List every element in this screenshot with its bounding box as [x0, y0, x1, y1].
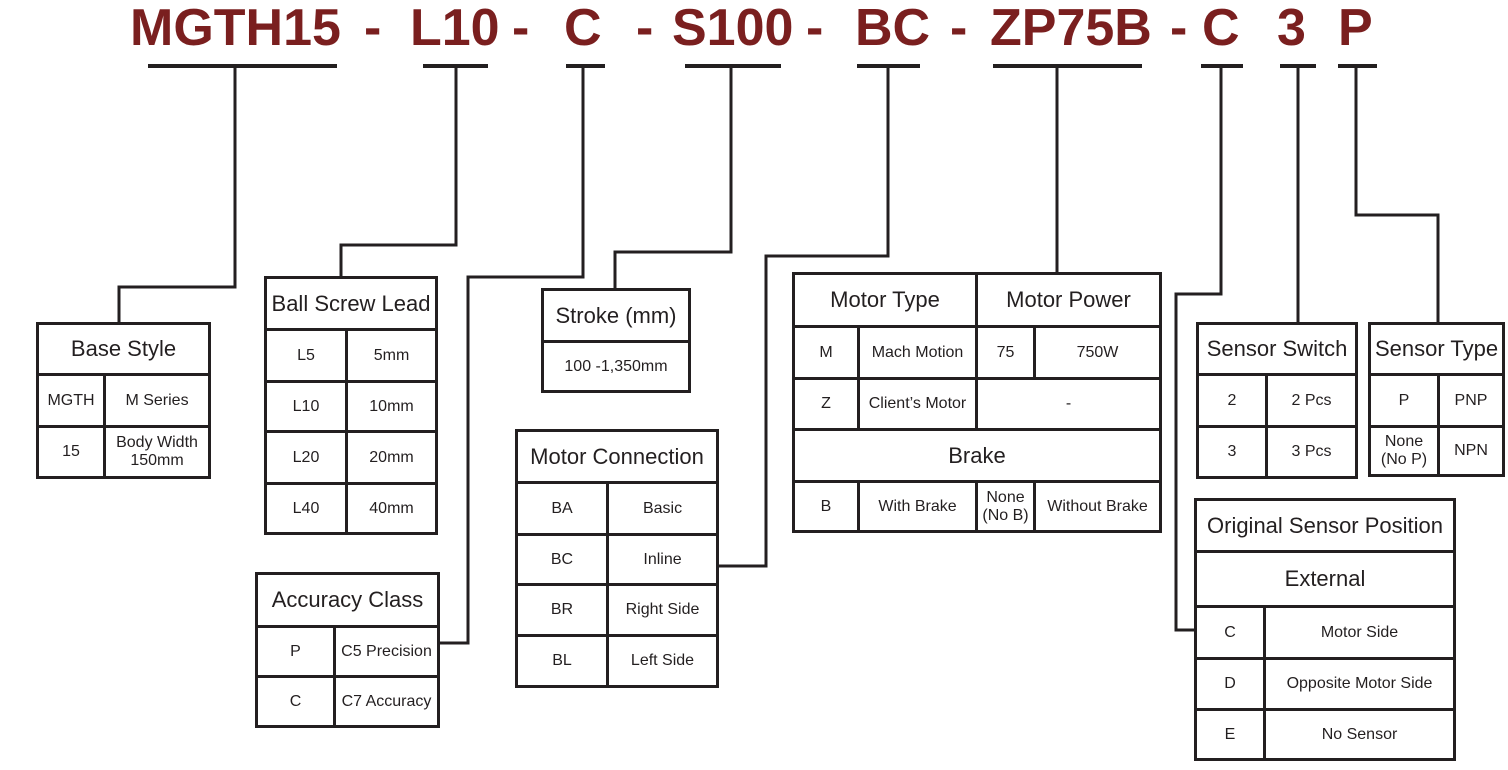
cell: Client’s Motor — [857, 377, 978, 431]
cell: 40mm — [344, 482, 439, 535]
cell: 3 Pcs — [1265, 425, 1358, 479]
connector-sensor-position — [1174, 66, 1223, 632]
cell: L10 — [264, 380, 348, 433]
cell: L5 — [264, 328, 348, 383]
motor-power-title: Motor Power — [975, 272, 1162, 328]
cell: - — [975, 377, 1162, 431]
cell: Mach Motion — [857, 325, 978, 380]
cell: L40 — [264, 482, 348, 535]
code-stroke: S100 — [672, 0, 794, 57]
code-sensor-qty: 3 — [1277, 0, 1306, 57]
table-title: Base Style — [35, 322, 212, 376]
cell: Inline — [606, 533, 719, 586]
cell: 15 — [36, 425, 106, 479]
code-separator: - — [950, 0, 968, 57]
code-sensor-position: C — [1202, 0, 1240, 57]
cell: MGTH — [36, 373, 106, 428]
cell: NPN — [1437, 425, 1505, 477]
cell: Right Side — [606, 583, 719, 637]
table-title: Original Sensor Position — [1193, 498, 1457, 553]
cell: Left Side — [606, 634, 719, 688]
cell: P — [1368, 373, 1440, 428]
cell: 2 Pcs — [1265, 373, 1358, 428]
cell: Motor Side — [1262, 605, 1457, 660]
code-accuracy: C — [564, 0, 602, 57]
cell: C — [1194, 605, 1266, 660]
cell: No Sensor — [1262, 708, 1457, 761]
cell: With Brake — [857, 480, 978, 533]
cell: E — [1194, 708, 1266, 761]
code-separator: - — [636, 0, 654, 57]
table-title: Stroke (mm) — [541, 288, 691, 343]
cell: L20 — [264, 430, 348, 485]
code-sensor-type: P — [1338, 0, 1373, 57]
table-title: Sensor Type — [1368, 322, 1505, 376]
cell: Opposite Motor Side — [1262, 657, 1457, 711]
cell: BC — [515, 533, 609, 586]
cell: 3 — [1196, 425, 1268, 479]
cell: B — [792, 480, 860, 533]
connector-connection — [716, 66, 890, 568]
code-base: MGTH15 — [130, 0, 341, 57]
stroke-table: Stroke (mm) 100 -1,350mm — [541, 288, 691, 393]
table-title: Sensor Switch — [1196, 322, 1358, 376]
code-lead: L10 — [410, 0, 500, 57]
cell: 75 — [975, 325, 1036, 380]
table-title: Ball Screw Lead — [263, 276, 439, 331]
brake-title: Brake — [792, 428, 1162, 483]
connector-accuracy — [436, 66, 585, 645]
cell: BA — [515, 481, 609, 536]
cell: M Series — [102, 373, 212, 428]
cell: 20mm — [344, 430, 439, 485]
code-separator: - — [512, 0, 530, 57]
cell: D — [1194, 657, 1266, 711]
code-separator: - — [364, 0, 382, 57]
cell: Basic — [606, 481, 719, 536]
cell: BR — [515, 583, 609, 637]
table-title: Accuracy Class — [255, 572, 440, 628]
code-separator: - — [806, 0, 824, 57]
cell: None (No B) — [975, 480, 1036, 533]
code-separator: - — [1170, 0, 1188, 57]
table-subtitle: External — [1193, 550, 1457, 608]
cell: P — [255, 625, 336, 678]
code-motor: ZP75B — [990, 0, 1152, 57]
table-title: Motor Connection — [515, 429, 719, 484]
connector-stroke — [613, 66, 733, 288]
cell: C7 Accuracy — [333, 675, 440, 728]
cell: C — [255, 675, 336, 728]
cell: PNP — [1437, 373, 1505, 428]
cell: None (No P) — [1368, 425, 1440, 477]
cell: Without Brake — [1033, 480, 1162, 533]
cell: 2 — [1196, 373, 1268, 428]
cell: 5mm — [344, 328, 439, 383]
cell: M — [792, 325, 860, 380]
cell: Body Width 150mm — [102, 425, 212, 479]
cell: 750W — [1033, 325, 1162, 380]
cell: Z — [792, 377, 860, 431]
connector-lead — [339, 66, 458, 276]
motor-type-title: Motor Type — [792, 272, 978, 328]
cell: BL — [515, 634, 609, 688]
cell: 10mm — [344, 380, 439, 433]
connector-sensor-type — [1354, 66, 1440, 322]
cell: C5 Precision — [333, 625, 440, 678]
code-connection: BC — [855, 0, 931, 57]
cell: 100 -1,350mm — [541, 340, 691, 393]
connector-base — [117, 66, 237, 322]
